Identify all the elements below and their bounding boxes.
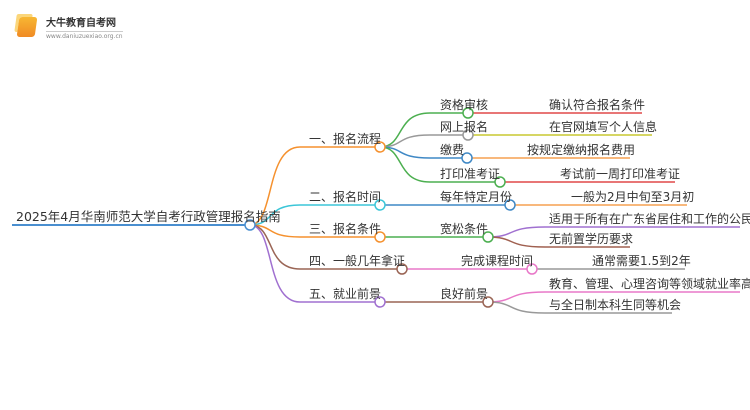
child-toggle-circle[interactable] [462, 129, 474, 141]
node-good-prospects[interactable]: 良好前景 [440, 287, 489, 301]
child-toggle-circle[interactable] [482, 231, 494, 243]
leaf[interactable]: 按规定缴纳报名费用 [527, 143, 636, 157]
branch-edge [249, 146, 380, 226]
logo-url: www.daniuzuexiao.org.cn [46, 31, 123, 40]
leaf[interactable]: 通常需要1.5到2年 [592, 254, 691, 268]
leaf-edge [487, 291, 740, 303]
leaf[interactable]: 确认符合报名条件 [549, 98, 646, 112]
node-specific-month[interactable]: 每年特定月份 [440, 190, 513, 204]
branch-toggle-circle[interactable] [374, 296, 386, 308]
branch-registration-process[interactable]: 一、报名流程 [309, 132, 382, 146]
leaf[interactable]: 一般为2月中旬至3月初 [571, 190, 695, 204]
leaf[interactable]: 与全日制本科生同等机会 [549, 298, 682, 312]
node-loose-conditions[interactable]: 宽松条件 [440, 222, 489, 236]
child-toggle-circle[interactable] [461, 152, 473, 164]
branch-toggle-circle[interactable] [374, 231, 386, 243]
leaf[interactable]: 考试前一周打印准考证 [560, 167, 681, 181]
branch-years-to-certificate[interactable]: 四、一般几年拿证 [309, 254, 406, 268]
leaf[interactable]: 无前置学历要求 [549, 232, 634, 246]
branch-edge [249, 224, 402, 270]
node-print-admission[interactable]: 打印准考证 [440, 167, 501, 181]
child-toggle-circle[interactable] [494, 176, 506, 188]
branch-registration-conditions[interactable]: 三、报名条件 [309, 222, 382, 236]
child-toggle-circle[interactable] [526, 263, 538, 275]
branch-toggle-circle[interactable] [374, 199, 386, 211]
leaf[interactable]: 在官网填写个人信息 [549, 120, 658, 134]
child-toggle-circle[interactable] [504, 199, 516, 211]
branch-employment[interactable]: 五、就业前景 [309, 287, 382, 301]
branch-toggle-circle[interactable] [374, 141, 386, 153]
child-edge [379, 112, 468, 148]
leaf[interactable]: 适用于所有在广东省居住和工作的公民 [549, 212, 750, 226]
node-online-registration[interactable]: 网上报名 [440, 120, 489, 134]
child-edge [379, 146, 467, 159]
node-course-time[interactable]: 完成课程时间 [461, 254, 534, 268]
child-toggle-circle[interactable] [482, 296, 494, 308]
logo-title: 大牛教育自考网 [46, 18, 116, 29]
root-toggle-circle[interactable] [244, 219, 256, 231]
branch-edge [249, 224, 380, 238]
node-payment[interactable]: 缴费 [440, 143, 465, 157]
branch-edge [249, 224, 380, 303]
root-node[interactable]: 2025年4月华南师范大学自考行政管理报名指南 [16, 209, 281, 224]
logo: 大牛教育自考网 www.daniuzuexiao.org.cn [16, 14, 123, 40]
child-edge [379, 134, 468, 148]
child-edge [379, 146, 500, 183]
child-toggle-circle[interactable] [462, 107, 474, 119]
leaf[interactable]: 教育、管理、心理咨询等领域就业率高 [549, 277, 750, 291]
leaf-edge [487, 226, 740, 238]
leaf-edge [487, 236, 630, 248]
branch-registration-time[interactable]: 二、报名时间 [309, 190, 382, 204]
leaf-edge [487, 301, 672, 314]
branch-toggle-circle[interactable] [396, 263, 408, 275]
node-qualification-review[interactable]: 资格审核 [440, 98, 489, 112]
branch-edge [249, 204, 380, 226]
